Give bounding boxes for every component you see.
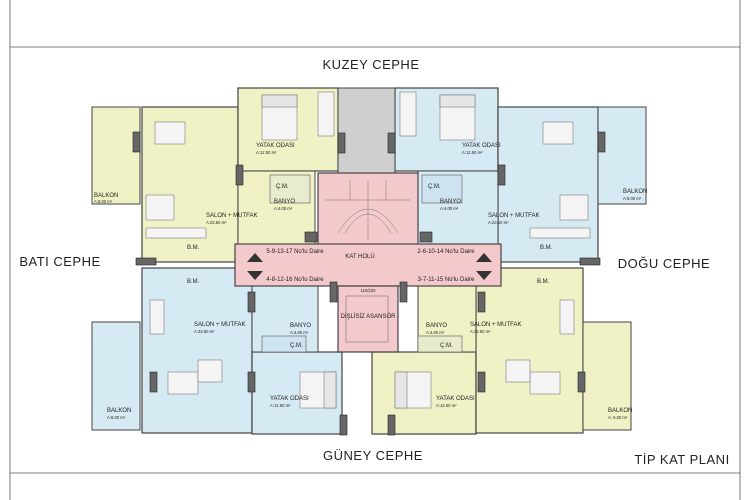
sw-balkon-area: A:6.00 m² [107, 415, 126, 420]
sw-salon-label: SALON + MUTFAK [194, 322, 246, 328]
arrow-ne-icon [476, 253, 492, 280]
nw-balkon-label: BALKON [94, 193, 118, 199]
apartment-ne [394, 87, 647, 263]
ne-yatak-area: A:12.50 m² [462, 150, 483, 155]
ne-balkon-label: BALKON [623, 189, 647, 195]
facade-west-label: BATI CEPHE [19, 254, 100, 269]
units-se-label: 3-7-11-15 No'lu Daire [418, 277, 475, 283]
facade-south-label: GÜNEY CEPHE [323, 448, 423, 463]
sw-bm-label: B.M. [187, 279, 200, 285]
core-circulation [234, 172, 502, 353]
units-sw-label: 4-8-12-16 No'lu Daire [266, 277, 324, 283]
nw-bm-label: B.M. [187, 245, 200, 251]
se-balkon-label: BALKON [608, 408, 632, 414]
nw-salon-area: A:23.50 m² [206, 220, 227, 225]
se-yatak-area: A:12.50 m² [436, 403, 457, 408]
units-ne-label: 2-6-10-14 No'lu Daire [417, 249, 475, 255]
plan-title: TİP KAT PLANI [634, 452, 729, 467]
se-salon-area: A:23.50 m² [470, 329, 491, 334]
furniture [145, 91, 591, 409]
sw-yatak-area: A:12.50 m² [270, 403, 291, 408]
apartment-nw [91, 87, 339, 263]
structural-columns [132, 131, 606, 436]
ne-cm-label: Ç.M. [428, 184, 441, 190]
se-yatak-label: YATAK ODASI [436, 396, 475, 402]
sw-yatak-label: YATAK ODASI [270, 396, 309, 402]
hall-label: KAT HOLÜ [345, 253, 374, 260]
nw-cm-label: Ç.M. [276, 184, 289, 190]
apartment-se [371, 267, 632, 435]
nw-yatak-label: YATAK ODASI [256, 143, 295, 149]
sw-banyo-area: A:4.00 m² [290, 330, 309, 335]
se-bm-label: B.M. [537, 279, 550, 285]
sw-salon-area: A:23.50 m² [194, 329, 215, 334]
nw-banyo-area: A:4.00 m² [274, 206, 293, 211]
elevator-size-label: 110/220 [361, 288, 376, 293]
ne-balkon-area: A:6.00 m² [623, 196, 642, 201]
nw-salon-label: SALON + MUTFAK [206, 213, 258, 219]
se-banyo-area: A:4.00 m² [426, 330, 445, 335]
units-nw-label: 5-9-13-17 No'lu Daire [266, 249, 324, 255]
ne-bm-label: B.M. [540, 245, 553, 251]
facade-north-label: KUZEY CEPHE [322, 57, 419, 72]
se-cm-label: Ç.M. [440, 343, 453, 349]
facade-east-label: DOĞU CEPHE [618, 256, 710, 271]
ne-banyo-label: BANYO [440, 199, 461, 205]
nw-balkon-area: A:6.00 m² [94, 199, 113, 204]
se-balkon-area: A: 6.00 m² [608, 415, 628, 420]
se-salon-label: SALON + MUTFAK [470, 322, 522, 328]
sw-banyo-label: BANYO [290, 323, 311, 329]
light-shaft [337, 87, 396, 174]
sw-balkon-label: BALKON [107, 408, 131, 414]
sw-cm-label: Ç.M. [290, 343, 303, 349]
ne-salon-label: SALON + MUTFAK [488, 213, 540, 219]
arrow-nw-icon [247, 253, 263, 280]
se-banyo-label: BANYO [426, 323, 447, 329]
nw-yatak-area: A:12.50 m² [256, 150, 277, 155]
ne-banyo-area: A:4.00 m² [440, 206, 459, 211]
elevator-label: DİŞLİSİZ ASANSÖR [340, 313, 396, 320]
nw-banyo-label: BANYO [274, 199, 295, 205]
ne-yatak-label: YATAK ODASI [462, 143, 501, 149]
ne-salon-area: A:23.50 m² [488, 220, 509, 225]
